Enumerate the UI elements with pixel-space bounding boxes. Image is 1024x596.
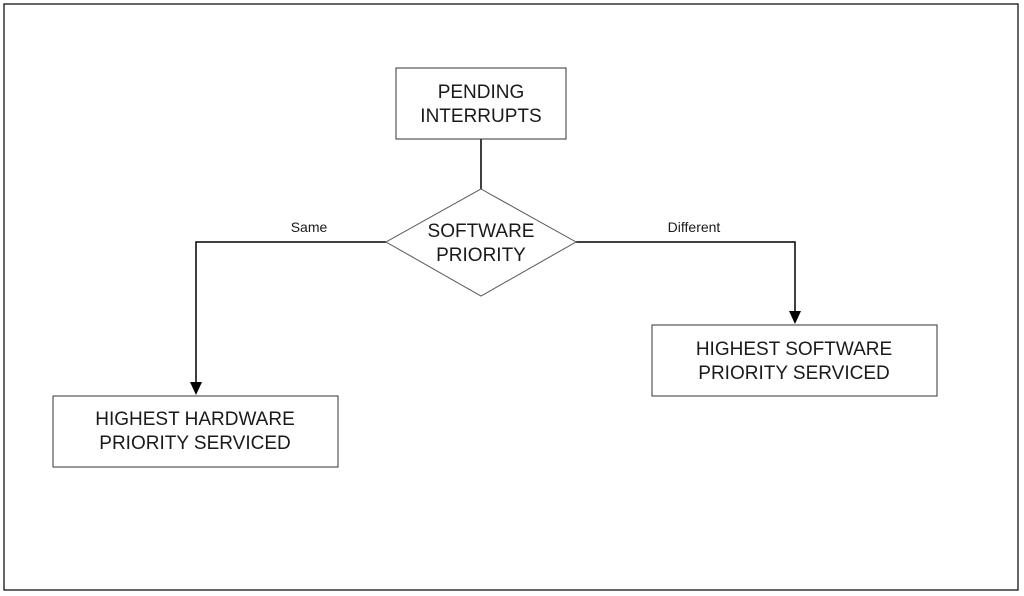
node-software-priority-decision: SOFTWARE PRIORITY	[384, 188, 578, 297]
diagram-frame	[3, 3, 1019, 591]
arrowhead-different	[789, 311, 801, 324]
node-highest-software-line1: HIGHEST SOFTWARE	[696, 339, 892, 360]
node-highest-hardware: HIGHEST HARDWARE PRIORITY SERVICED	[52, 395, 339, 468]
node-highest-software-line2: PRIORITY SERVICED	[698, 363, 889, 384]
connector-same-branch	[195, 241, 386, 383]
edge-label-same: Same	[291, 219, 328, 235]
edge-label-different: Different	[668, 219, 721, 235]
node-highest-hardware-line1: HIGHEST HARDWARE	[95, 409, 295, 430]
node-decision-line1: SOFTWARE	[428, 221, 535, 242]
connector-different-branch	[576, 241, 796, 312]
node-pending-interrupts-line1: PENDING	[438, 82, 525, 103]
node-pending-interrupts-line2: INTERRUPTS	[420, 106, 541, 127]
node-highest-hardware-line2: PRIORITY SERVICED	[99, 433, 290, 454]
node-pending-interrupts: PENDING INTERRUPTS	[395, 67, 567, 140]
arrowhead-same	[190, 382, 202, 395]
node-highest-software: HIGHEST SOFTWARE PRIORITY SERVICED	[651, 324, 938, 397]
node-decision-line2: PRIORITY	[436, 245, 526, 266]
